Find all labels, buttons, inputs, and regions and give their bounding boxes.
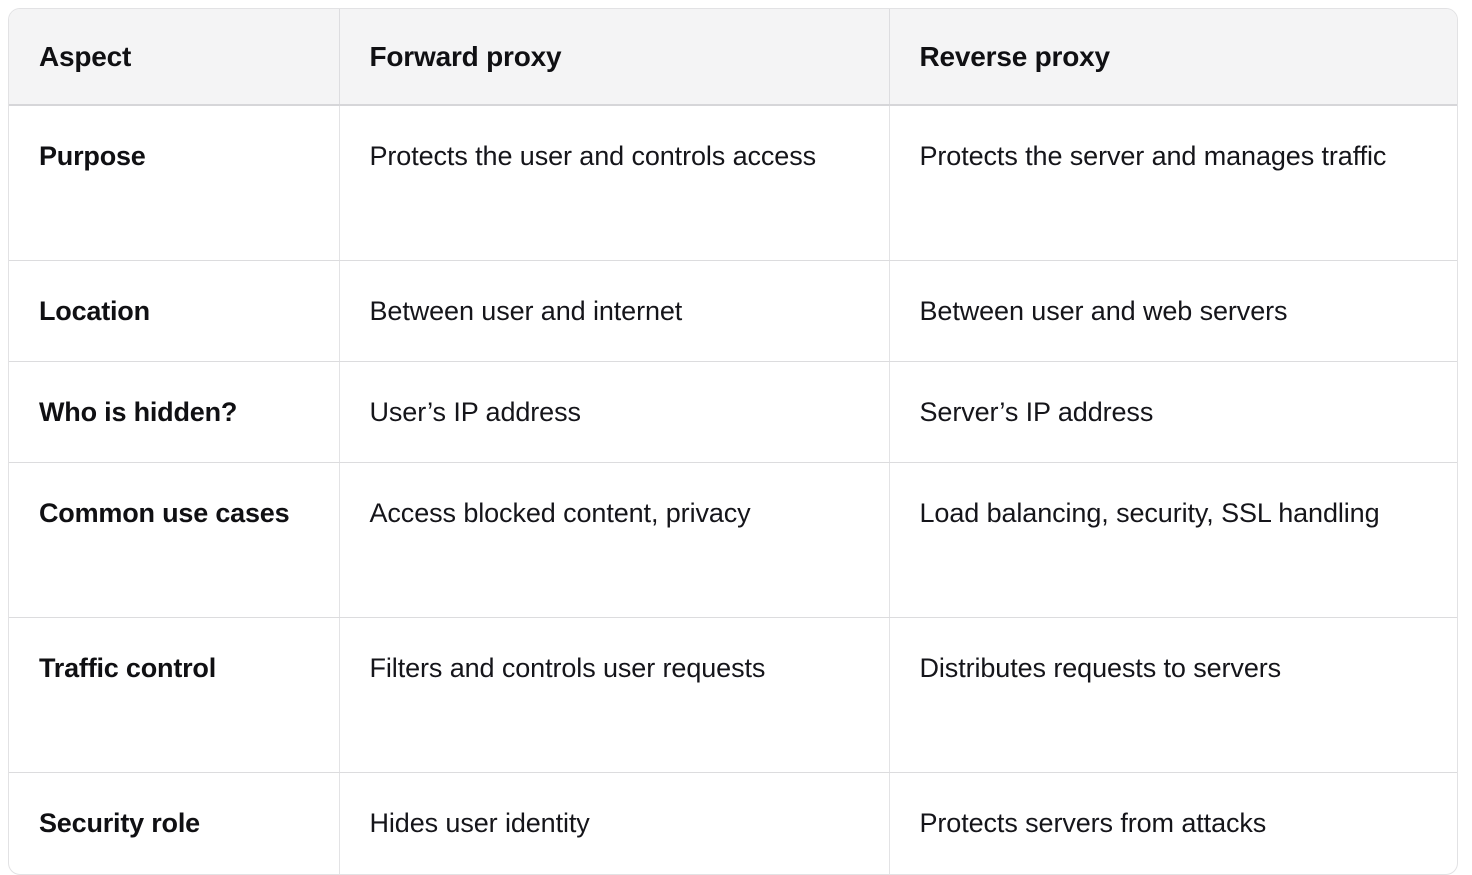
cell-traffic-control-forward: Filters and controls user requests	[339, 617, 890, 774]
table-row: Common use cases Access blocked content,…	[9, 462, 1457, 619]
row-label-who-is-hidden: Who is hidden?	[9, 361, 340, 464]
row-label-location: Location	[9, 260, 340, 362]
row-label-traffic-control: Traffic control	[9, 617, 340, 774]
table-row: Purpose Protects the user and controls a…	[9, 105, 1457, 261]
cell-common-use-cases-forward: Access blocked content, privacy	[339, 462, 890, 619]
table-row: Location Between user and internet Betwe…	[9, 260, 1457, 362]
proxy-comparison-table: Aspect Forward proxy Reverse proxy Purpo…	[9, 9, 1457, 874]
cell-common-use-cases-reverse: Load balancing, security, SSL handling	[889, 462, 1457, 619]
cell-security-role-reverse: Protects servers from attacks	[919, 808, 1267, 839]
cell-traffic-control-reverse: Distributes requests to servers	[889, 617, 1457, 774]
column-header-reverse-proxy: Reverse proxy	[889, 9, 1457, 106]
cell-security-role-forward: Hides user identity	[339, 772, 890, 874]
cell-location-reverse: Between user and web servers	[889, 260, 1457, 362]
row-label-security-role: Security role	[9, 772, 340, 874]
cell-purpose-reverse: Protects the server and manages traffic	[889, 105, 1457, 261]
table-row: Security role Hides user identity Protec…	[9, 772, 1457, 874]
comparison-table-container: Aspect Forward proxy Reverse proxy Purpo…	[8, 8, 1458, 875]
header-row: Aspect Forward proxy Reverse proxy	[9, 9, 1457, 106]
table-header: Aspect Forward proxy Reverse proxy	[9, 9, 1457, 106]
cell-purpose-forward: Protects the user and controls access	[339, 105, 890, 261]
cell-who-is-hidden-reverse: Server’s IP address	[889, 361, 1457, 464]
table-row: Traffic control Filters and controls use…	[9, 617, 1457, 774]
row-label-common-use-cases: Common use cases	[9, 462, 340, 619]
column-header-forward-proxy: Forward proxy	[339, 9, 890, 106]
cell-location-forward: Between user and internet	[339, 260, 890, 362]
table-body: Purpose Protects the user and controls a…	[9, 105, 1457, 874]
column-header-aspect: Aspect	[9, 9, 340, 106]
row-label-purpose: Purpose	[9, 105, 340, 261]
cell-who-is-hidden-forward: User’s IP address	[339, 361, 890, 464]
table-row: Who is hidden? User’s IP address Server’…	[9, 361, 1457, 464]
